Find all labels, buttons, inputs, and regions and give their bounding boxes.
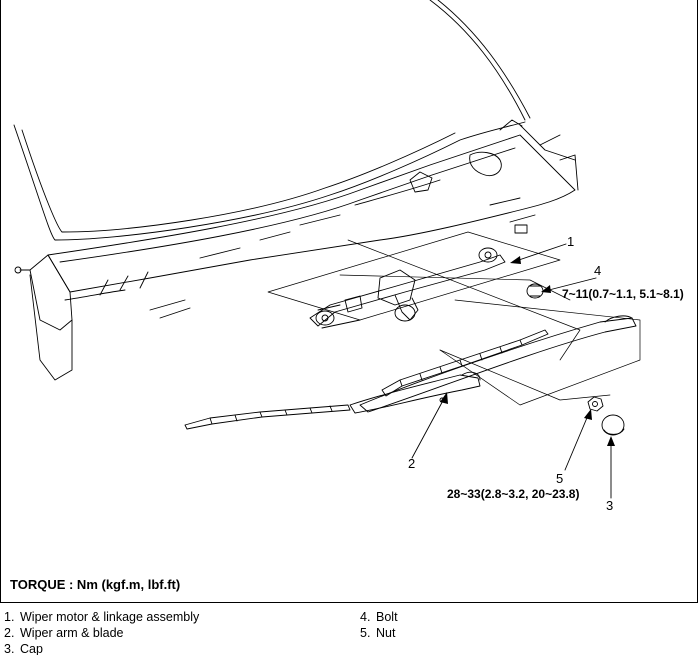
legend-item: 3. Cap	[4, 641, 43, 655]
callout-5: 5	[556, 471, 564, 486]
wiper-motor-linkage	[309, 247, 506, 329]
legend-label: Nut	[376, 626, 396, 640]
callout-1: 1	[567, 234, 575, 249]
legend-number: 5.	[360, 626, 371, 640]
torque-unit-label: TORQUE : Nm (kgf.m, lbf.ft)	[10, 577, 181, 592]
legend-item: 2. Wiper arm & blade	[4, 625, 124, 641]
legend-label: Cap	[20, 642, 43, 655]
nut-part	[587, 396, 604, 412]
legend-label: Bolt	[376, 610, 398, 624]
callout-4: 4	[594, 263, 602, 278]
cap-part	[601, 414, 625, 436]
guide-lines	[267, 231, 641, 406]
legend-label: Wiper motor & linkage assembly	[20, 610, 200, 624]
windshield-outline	[13, 0, 531, 241]
leader-lines	[411, 243, 612, 499]
callout-2: 2	[408, 456, 416, 471]
legend-number: 4.	[360, 610, 371, 624]
legend-label: Wiper arm & blade	[20, 626, 124, 640]
legend-number: 1.	[4, 610, 15, 624]
wiper-arm-and-blade	[184, 315, 637, 430]
wiper-assembly-illustration	[13, 0, 641, 499]
diagram-frame	[0, 0, 698, 603]
legend-item: 4. Bolt	[360, 609, 398, 625]
legend-number: 3.	[4, 642, 15, 655]
legend-item: 5. Nut	[360, 625, 395, 641]
bolt-part	[526, 283, 544, 299]
legend-item: 1. Wiper motor & linkage assembly	[4, 609, 199, 625]
callout-3: 3	[606, 498, 614, 513]
torque-value-nut: 28~33(2.8~3.2, 20~23.8)	[447, 487, 580, 501]
legend-number: 2.	[4, 626, 15, 640]
leader-arrowheads	[440, 256, 615, 446]
cowl-panel	[14, 119, 579, 381]
torque-value-bolt: 7~11(0.7~1.1, 5.1~8.1)	[562, 287, 684, 301]
